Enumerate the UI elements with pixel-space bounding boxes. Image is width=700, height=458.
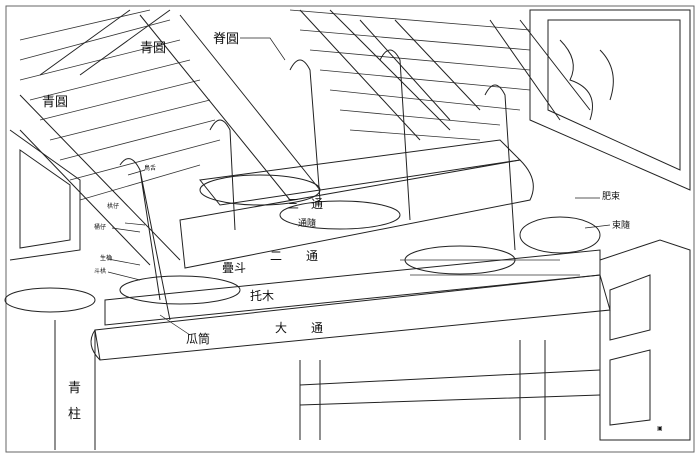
- frame: [5, 5, 695, 453]
- label-qing-yuan-upper: 青圓: [140, 41, 167, 56]
- label-die-dou: 疊斗: [222, 261, 247, 275]
- label-qing-zhu-top: 青: [68, 381, 82, 396]
- label-da-tong: 大 通: [275, 321, 324, 335]
- carved-panel: [529, 9, 691, 191]
- bracket-sets: [4, 49, 601, 321]
- label-fei-shu: 肥束: [602, 192, 621, 202]
- label-gong-zai: 栱仔: [107, 203, 120, 210]
- label-dou-gong: 斗栱: [94, 268, 107, 275]
- artist-signature: ▣: [657, 425, 663, 432]
- label-gua-tong: 瓜筒: [186, 332, 211, 346]
- beams: [90, 139, 611, 361]
- label-tong-zai: 桶仔: [94, 224, 107, 231]
- label-er-tong: 二 通: [270, 249, 319, 263]
- label-ji-yuan: 脊圓: [213, 32, 240, 47]
- left-wall: [9, 129, 81, 261]
- label-tong-sui: 通隨: [298, 219, 317, 229]
- label-shu-sui: 束隨: [612, 221, 631, 231]
- label-qing-zhu-bottom: 柱: [68, 407, 82, 422]
- leader-lines: [107, 37, 611, 336]
- label-qing-yuan-lower: 青圓: [42, 95, 69, 110]
- label-niao-she: 鳥舌: [144, 165, 157, 172]
- eave-column: [54, 320, 96, 450]
- right-doorway: [299, 239, 691, 441]
- roof-purlins: [19, 9, 580, 276]
- label-san-tong: 三 通: [287, 197, 324, 211]
- label-sheng-jue: 生桷: [100, 255, 113, 262]
- label-tuo-mu: 托木: [250, 289, 275, 303]
